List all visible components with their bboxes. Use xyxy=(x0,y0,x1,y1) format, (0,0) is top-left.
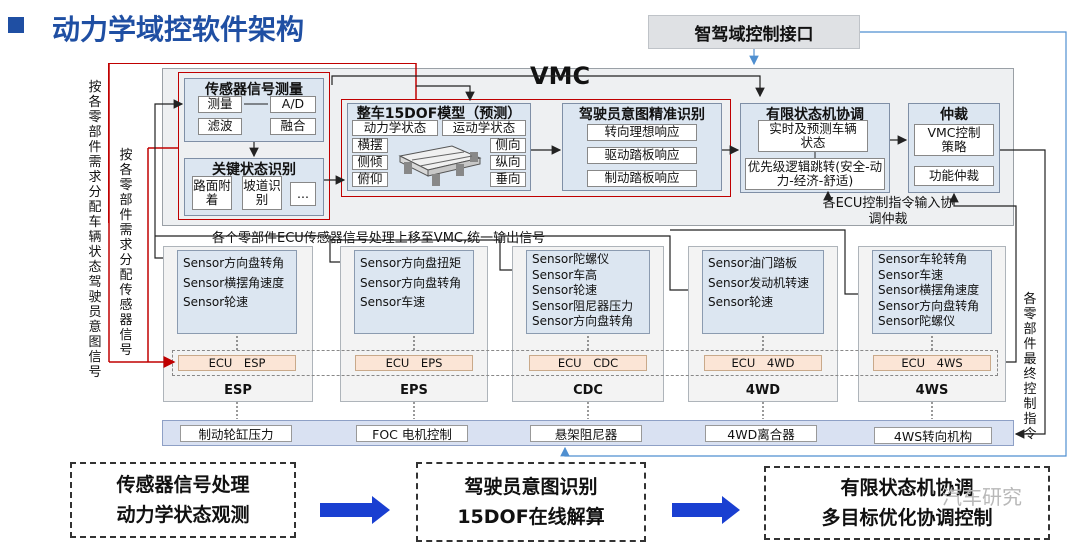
brake-pedal-item: 制动踏板响应 xyxy=(587,170,697,187)
fsm-title: 有限状态机协调 xyxy=(766,107,864,123)
sensor-item: Sensor轮速 xyxy=(183,295,249,309)
bottom-box-line: 驾驶员意图识别 xyxy=(464,476,598,498)
pitch-item: 俯仰 xyxy=(352,172,388,187)
sensor-list-cdc: Sensor陀螺仪 Sensor车高 Sensor轮速 Sensor阻尼器压力 … xyxy=(526,250,650,334)
drive-pedal-item: 驱动踏板响应 xyxy=(587,147,697,164)
longitudinal-item: 纵向 xyxy=(490,155,526,170)
bottom-box-line: 15DOF在线解算 xyxy=(457,506,605,528)
sensor-item: Sensor轮速 xyxy=(708,295,774,309)
steer-response-item: 转向理想响应 xyxy=(587,124,697,141)
sensor-upload-note: 各个零部件ECU传感器信号处理上移至VMC,统一输出信号 xyxy=(212,231,546,246)
ad-item: A/D xyxy=(270,96,316,113)
sensor-list-4ws: Sensor车轮转角 Sensor车速 Sensor横摆角速度 Sensor方向… xyxy=(872,250,992,334)
ecu-name-esp: ESP xyxy=(224,383,252,398)
road-friction-item: 路面附着 xyxy=(192,176,232,210)
actuator-brake: 制动轮缸压力 xyxy=(180,425,292,442)
sensor-list-esp: Sensor方向盘转角 Sensor横摆角速度 Sensor轮速 xyxy=(177,250,297,334)
bottom-box-line: 动力学状态观测 xyxy=(116,504,250,526)
arbitration-title: 仲裁 xyxy=(940,107,968,123)
sensor-item: Sensor发动机转速 xyxy=(708,275,810,290)
left-vertical-text-2: 按各零部件需求分配传感器信号 xyxy=(119,148,133,358)
right-vertical-text: 各零部件最终控制指令 xyxy=(1023,292,1037,442)
sensor-item: Sensor油门踏板 xyxy=(708,256,798,270)
sensor-item: Sensor轮速 xyxy=(532,283,598,297)
sensor-group-frame xyxy=(178,72,330,220)
ecu-eps: ECU EPS xyxy=(355,355,473,371)
yaw-item: 横摆 xyxy=(352,138,388,153)
sensor-item: Sensor横摆角速度 xyxy=(878,283,980,297)
page-title: 动力学域控软件架构 xyxy=(52,13,305,46)
actuator-clutch: 4WD离合器 xyxy=(705,425,817,442)
sensor-item: Sensor方向盘扭矩 xyxy=(360,256,462,270)
roll-item: 侧倾 xyxy=(352,155,388,170)
ecu-name-cdc: CDC xyxy=(573,383,603,398)
vehicle-frame-icon xyxy=(398,145,482,186)
ecu-esp: ECU ESP xyxy=(178,355,296,371)
sensor-item: Sensor方向盘转角 xyxy=(183,256,285,270)
bottom-box-intent: 驾驶员意图识别 15DOF在线解算 xyxy=(416,462,646,542)
ecu-name-4wd: 4WD xyxy=(745,383,781,398)
ecu-name-4ws: 4WS xyxy=(915,383,949,398)
driver-intent-title: 驾驶员意图精准识别 xyxy=(579,107,705,123)
vmc-strategy-item: VMC控制策略 xyxy=(914,124,994,156)
bottom-box-line: 多目标优化协调控制 xyxy=(821,507,993,529)
sensor-item: Sensor陀螺仪 xyxy=(878,314,956,328)
sensor-list-4wd: Sensor油门踏板 Sensor发动机转速 Sensor轮速 xyxy=(702,250,824,334)
sensor-item: Sensor车高 xyxy=(532,267,598,282)
sensor-item: Sensor车速 xyxy=(878,267,944,282)
kinematics-state-item: 运动学状态 xyxy=(442,120,526,136)
sensor-list-eps: Sensor方向盘扭矩 Sensor方向盘转角 Sensor车速 xyxy=(354,250,474,334)
sensor-item: Sensor车速 xyxy=(360,295,426,309)
bottom-box-fsm: 有限状态机协调 多目标优化协调控制 xyxy=(764,466,1050,540)
measure-item: 测量 xyxy=(198,96,242,113)
sensor-item: Sensor车轮转角 xyxy=(878,252,968,266)
watermark-text: 汽车研究 xyxy=(942,485,1022,509)
actuator-steering: 4WS转向机构 xyxy=(874,427,992,444)
lateral-item: 侧向 xyxy=(490,138,526,153)
key-state-title: 关键状态识别 xyxy=(212,162,296,178)
title-bullet xyxy=(8,17,24,33)
bottom-box-sensor: 传感器信号处理 动力学状态观测 xyxy=(70,462,296,538)
sensor-item: Sensor方向盘转角 xyxy=(532,314,634,328)
ecu-name-eps: EPS xyxy=(400,383,428,398)
actuator-damper: 悬架阻尼器 xyxy=(530,425,642,442)
ecu-4wd: ECU 4WD xyxy=(704,355,822,371)
vehicle-state-item: 实时及预测车辆状态 xyxy=(758,120,868,152)
adas-interface-box: 智驾域控制接口 xyxy=(648,15,860,49)
sensor-item: Sensor方向盘转角 xyxy=(878,298,980,313)
fusion-item: 融合 xyxy=(270,118,316,135)
bottom-box-line: 传感器信号处理 xyxy=(116,474,250,496)
vertical-item: 垂向 xyxy=(490,172,526,187)
priority-logic-item: 优先级逻辑跳转(安全-动力-经济-舒适) xyxy=(745,158,885,190)
slope-detect-item: 坡道识别 xyxy=(242,176,282,210)
bottom-box-line: 有限状态机协调 xyxy=(840,477,974,499)
function-arbitration-item: 功能仲裁 xyxy=(914,166,994,186)
filter-item: 滤波 xyxy=(198,118,242,135)
ecu-command-note: 各ECU控制指令输入协调仲裁 xyxy=(822,196,954,227)
sensor-item: Sensor横摆角速度 xyxy=(183,275,285,290)
actuator-foc: FOC 电机控制 xyxy=(356,425,468,442)
sensor-item: Sensor阻尼器压力 xyxy=(532,298,634,313)
left-vertical-text-1: 按各零部件需求分配车辆状态驾驶员意图信号 xyxy=(88,80,102,380)
vehicle-model-title: 整车15DOF模型（预测） xyxy=(356,106,522,122)
sensor-item: Sensor方向盘转角 xyxy=(360,275,462,290)
sensor-measurement-title: 传感器信号测量 xyxy=(205,82,303,98)
more-item: ... xyxy=(290,182,316,206)
sensor-item: Sensor陀螺仪 xyxy=(532,252,610,266)
ecu-4ws: ECU 4WS xyxy=(873,355,991,371)
dynamics-state-item: 动力学状态 xyxy=(352,120,438,136)
ecu-cdc: ECU CDC xyxy=(529,355,647,371)
